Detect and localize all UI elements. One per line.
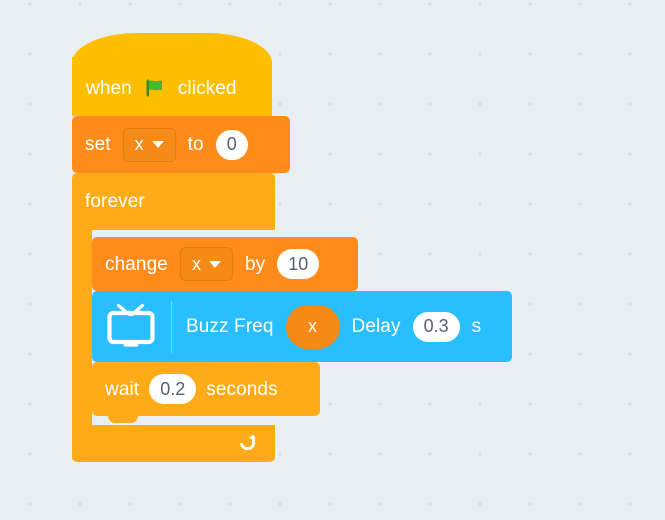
set-variable-dropdown[interactable]: x	[122, 127, 176, 162]
wait-block-bottom-notch	[108, 414, 138, 423]
buzz-delay-input[interactable]: 0.3	[412, 311, 460, 342]
hat-block-body	[72, 57, 272, 116]
set-to-label: to	[187, 134, 204, 155]
block-set-variable[interactable]: set x to 0	[72, 116, 290, 180]
block-buzz-freq[interactable]: Buzz Freq x Delay 0.3 s	[92, 291, 512, 369]
clicked-label: clicked	[177, 77, 237, 99]
tv-monitor-icon	[105, 300, 157, 353]
buzz-delay-label: Delay	[351, 316, 401, 337]
loop-arrow-icon	[235, 431, 259, 460]
change-block-content: change x by 10	[105, 237, 320, 291]
forever-top-bar	[72, 173, 275, 230]
buzz-block-divider	[171, 300, 172, 353]
hat-block-content: when clicked	[86, 63, 237, 113]
wait-value-input[interactable]: 0.2	[149, 374, 197, 404]
forever-label-wrap: forever	[85, 173, 145, 230]
change-value-input[interactable]: 10	[277, 249, 320, 279]
forever-inner-notch	[108, 425, 138, 434]
when-label: when	[86, 77, 132, 99]
forever-left-arm	[72, 228, 92, 428]
change-keyword-label: change	[105, 253, 168, 275]
set-variable-value: x	[134, 134, 144, 154]
change-variable-dropdown[interactable]: x	[179, 247, 233, 281]
set-block-content: set x to 0	[85, 116, 248, 173]
set-value-input[interactable]: 0	[215, 129, 248, 160]
forever-label: forever	[85, 191, 145, 212]
wait-block-content: wait 0.2 seconds	[105, 362, 278, 416]
block-wait-seconds[interactable]: wait 0.2 seconds	[92, 362, 320, 423]
block-when-flag-clicked[interactable]: when clicked	[72, 33, 272, 121]
change-variable-value: x	[191, 253, 201, 274]
block-forever[interactable]: forever	[72, 173, 275, 462]
buzz-unit-label: s	[471, 316, 482, 337]
change-by-label: by	[244, 253, 266, 275]
set-keyword-label: set	[85, 134, 111, 155]
chevron-down-icon	[151, 141, 164, 148]
buzz-freq-input[interactable]: x	[285, 304, 340, 349]
wait-keyword-label: wait	[105, 378, 140, 400]
wait-unit-label: seconds	[206, 378, 278, 400]
green-flag-icon	[143, 76, 167, 100]
buzz-freq-label: Buzz Freq	[186, 316, 274, 337]
chevron-down-icon	[208, 260, 221, 268]
buzz-block-content: Buzz Freq x Delay 0.3 s	[105, 291, 481, 362]
block-change-variable[interactable]: change x by 10	[92, 237, 358, 298]
